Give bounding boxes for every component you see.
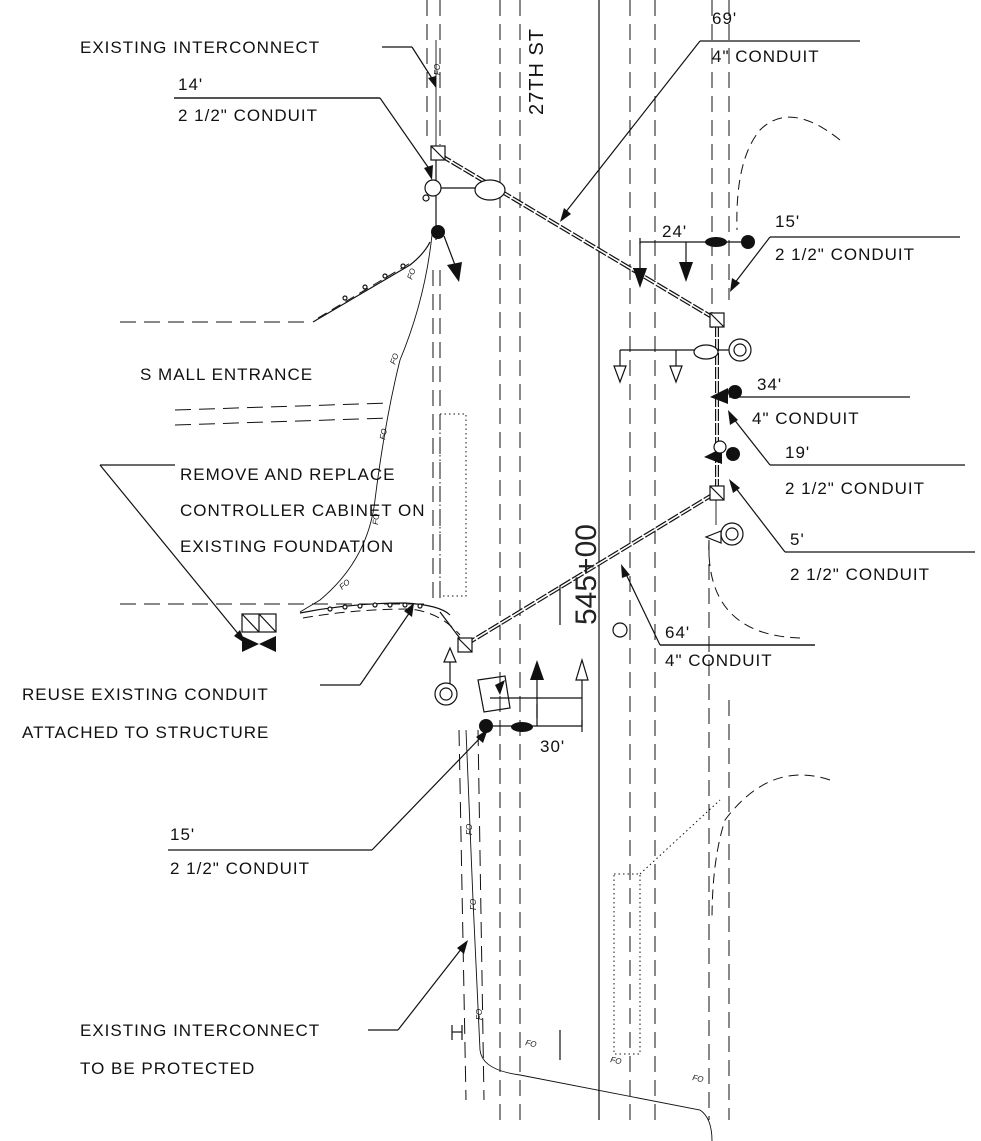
fo-label: FO: [371, 513, 381, 525]
fo-label: FO: [378, 428, 389, 441]
note-controller-2: CONTROLLER CABINET ON: [180, 501, 426, 520]
fo-label: FO: [469, 899, 478, 910]
run-19-length: 19': [785, 443, 810, 462]
note-existing-interconnect: EXISTING INTERCONNECT: [80, 38, 320, 57]
pole-symbol: [451, 1025, 463, 1040]
run-15-sw-length: 15': [170, 825, 195, 844]
run-15-ne-length: 15': [775, 212, 800, 231]
fiber-interconnect: [299, 40, 713, 1141]
pull-box-se: [709, 485, 725, 501]
run-64-size: 4" CONDUIT: [665, 651, 773, 670]
run-34-size: 4" CONDUIT: [752, 409, 860, 428]
signal-equipment-sw: [434, 646, 589, 733]
run-15-sw-size: 2 1/2" CONDUIT: [170, 859, 310, 878]
fo-label: FO: [525, 1038, 538, 1049]
mall-entrance-label: S MALL ENTRANCE: [140, 365, 313, 384]
fo-label: FO: [388, 352, 400, 366]
run-19-size: 2 1/2" CONDUIT: [785, 479, 925, 498]
note-reuse-2: ATTACHED TO STRUCTURE: [22, 723, 269, 742]
pull-box-sw: [457, 637, 473, 653]
run-5-length: 5': [790, 530, 805, 549]
run-14-length: 14': [178, 75, 203, 94]
controller-cabinet: [241, 613, 277, 652]
curbs-and-entrance: [120, 116, 841, 1055]
run-14-size: 2 1/2" CONDUIT: [178, 106, 318, 125]
run-64-length: 64': [665, 623, 690, 642]
signal-equipment-se: [704, 500, 744, 546]
run-5-size: 2 1/2" CONDUIT: [790, 565, 930, 584]
note-reuse-1: REUSE EXISTING CONDUIT: [22, 685, 269, 704]
label-rules: [174, 97, 815, 646]
fo-label: FO: [465, 824, 474, 835]
pull-box-nw: [430, 145, 446, 161]
signal-equipment-nw: [422, 179, 506, 282]
structure-ticks: [327, 263, 423, 612]
dim-mast-arm-ne: 24': [662, 222, 687, 241]
signal-equipment-ne: [613, 235, 755, 464]
note-interconnect-bottom-1: EXISTING INTERCONNECT: [80, 1021, 320, 1040]
station-label: 545+00: [570, 524, 603, 625]
fo-label: FO: [405, 267, 417, 281]
fo-label: FO: [610, 1055, 623, 1066]
conduit-runs: [299, 153, 719, 647]
fo-label: FO: [433, 64, 442, 75]
note-controller-3: EXISTING FOUNDATION: [180, 537, 394, 556]
run-34-length: 34': [757, 375, 782, 394]
run-69-size: 4" CONDUIT: [712, 47, 820, 66]
note-interconnect-bottom-2: TO BE PROTECTED: [80, 1059, 255, 1078]
fo-label: FO: [692, 1073, 705, 1084]
station-marker: [559, 585, 628, 1060]
street-name: 27TH ST: [526, 28, 548, 115]
dim-mast-arm-sw: 30': [540, 737, 565, 756]
pull-box-ne: [709, 312, 725, 328]
leaders: [99, 40, 975, 1031]
run-69-length: 69': [712, 9, 737, 28]
pull-boxes: [430, 145, 725, 653]
note-controller-1: REMOVE AND REPLACE: [180, 465, 395, 484]
fo-label: FO: [338, 577, 352, 591]
run-15-ne-size: 2 1/2" CONDUIT: [775, 245, 915, 264]
fo-label: FO: [475, 1009, 484, 1020]
